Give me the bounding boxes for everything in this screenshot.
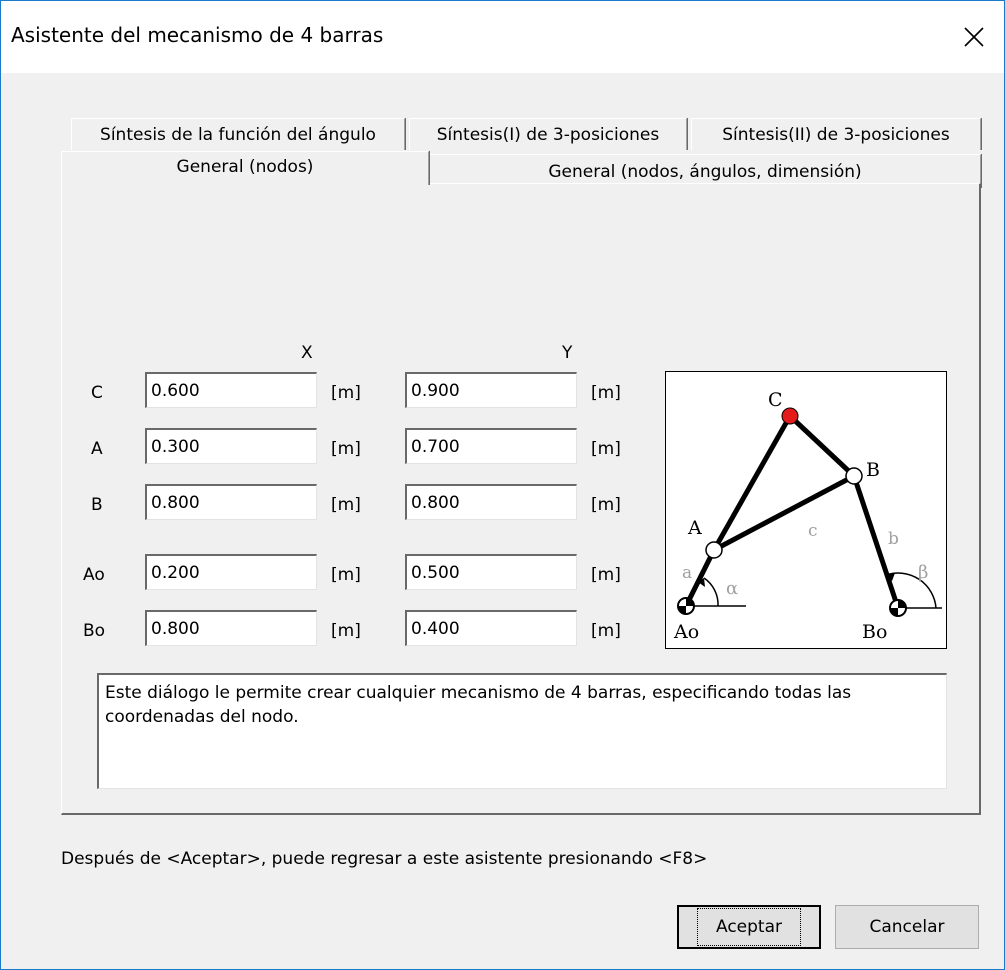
- cancel-button[interactable]: Cancelar: [835, 905, 979, 949]
- label-bo: Bo: [862, 621, 887, 643]
- row-label-a: A: [91, 439, 103, 459]
- ao-y-input[interactable]: [405, 554, 577, 590]
- label-link-c: c: [808, 521, 818, 541]
- tab-label: Síntesis de la función del ángulo: [100, 124, 376, 145]
- unit-label: [m]: [331, 495, 361, 515]
- beta-arrow-icon: [886, 573, 895, 581]
- close-button[interactable]: [944, 1, 1004, 73]
- bo-x-input[interactable]: [145, 610, 317, 646]
- unit-label: [m]: [331, 565, 361, 585]
- tab-label: General (nodos, ángulos, dimensión): [548, 161, 862, 182]
- label-link-b: b: [888, 529, 899, 549]
- link-ac: [711, 414, 793, 552]
- bo-y-input[interactable]: [405, 610, 577, 646]
- b-y-input[interactable]: [405, 484, 577, 520]
- unit-label: [m]: [591, 495, 621, 515]
- unit-label: [m]: [591, 383, 621, 403]
- label-beta: β: [918, 562, 928, 583]
- tab-label: Síntesis(II) de 3-posiciones: [722, 124, 950, 145]
- accept-button[interactable]: Aceptar: [677, 905, 821, 949]
- unit-label: [m]: [331, 383, 361, 403]
- tab-sintesis-ii-3-posiciones[interactable]: Síntesis(II) de 3-posiciones: [691, 118, 981, 150]
- link-b: [851, 475, 901, 609]
- column-x-header: X: [301, 343, 313, 363]
- label-b: B: [866, 459, 880, 481]
- mechanism-diagram: C B A Ao Bo a b c α β: [665, 371, 947, 649]
- row-label-c: C: [91, 383, 103, 403]
- alpha-arrow-icon: [698, 578, 705, 587]
- c-x-input[interactable]: [145, 372, 317, 408]
- tab-general-nodos-angulos-dimension[interactable]: General (nodos, ángulos, dimensión): [429, 154, 981, 188]
- accept-button-label: Aceptar: [697, 908, 801, 946]
- node-c: [781, 407, 799, 425]
- node-b: [845, 467, 863, 485]
- a-x-input[interactable]: [145, 428, 317, 464]
- label-link-a: a: [682, 563, 692, 583]
- row-label-b: B: [91, 495, 103, 515]
- title-bar: Asistente del mecanismo de 4 barras: [1, 1, 1004, 73]
- close-icon: [964, 27, 984, 47]
- row-label-ao: Ao: [83, 565, 105, 585]
- description-box: Este diálogo le permite crear cualquier …: [97, 673, 947, 789]
- tab-label: General (nodos): [176, 156, 314, 177]
- unit-label: [m]: [591, 439, 621, 459]
- label-c: C: [768, 389, 783, 411]
- link-cb: [788, 414, 856, 478]
- cancel-button-label: Cancelar: [869, 917, 945, 937]
- active-tab-joiner: [62, 184, 428, 188]
- window-title: Asistente del mecanismo de 4 barras: [11, 23, 384, 47]
- unit-label: [m]: [591, 621, 621, 641]
- tab-general-nodos[interactable]: General (nodos): [61, 151, 429, 185]
- link-a: [683, 548, 717, 608]
- a-y-input[interactable]: [405, 428, 577, 464]
- alpha-arc: [703, 577, 719, 607]
- column-y-header: Y: [562, 343, 573, 363]
- ao-x-input[interactable]: [145, 554, 317, 590]
- c-y-input[interactable]: [405, 372, 577, 408]
- tab-label: Síntesis(I) de 3-posiciones: [436, 124, 660, 145]
- ground-pivot-bo-icon: [889, 599, 907, 617]
- label-ao: Ao: [673, 621, 699, 643]
- row-label-bo: Bo: [83, 621, 106, 641]
- f8-hint-text: Después de <Aceptar>, puede regresar a e…: [61, 849, 708, 869]
- link-ab: [712, 473, 856, 553]
- unit-label: [m]: [331, 621, 361, 641]
- unit-label: [m]: [591, 565, 621, 585]
- label-a: A: [687, 517, 702, 539]
- node-a: [705, 541, 723, 559]
- b-x-input[interactable]: [145, 484, 317, 520]
- label-alpha: α: [726, 578, 738, 599]
- unit-label: [m]: [331, 439, 361, 459]
- ground-pivot-ao-icon: [677, 597, 695, 615]
- tab-sintesis-i-3-posiciones[interactable]: Síntesis(I) de 3-posiciones: [409, 118, 687, 150]
- tab-sintesis-funcion-angulo[interactable]: Síntesis de la función del ángulo: [71, 118, 405, 150]
